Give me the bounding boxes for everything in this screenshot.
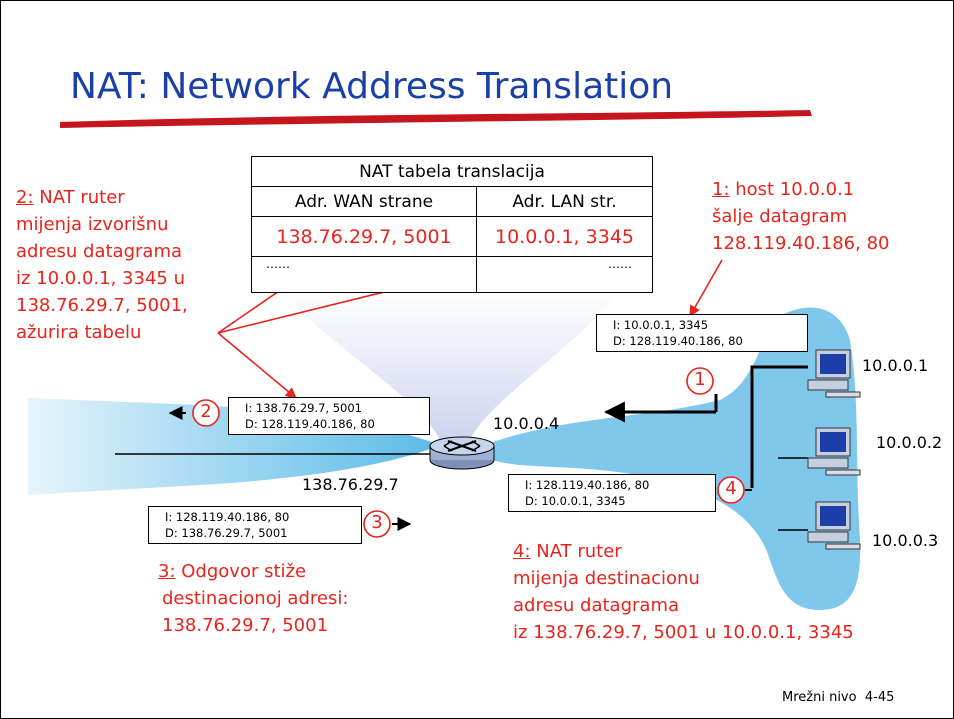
step-circle-2 [192,399,220,427]
step-number-1: 1 [694,369,706,390]
host-computer-icon-3 [807,501,861,550]
nat-table-header-lan: Adr. LAN str. [476,186,653,217]
step-circle-1 [686,367,714,395]
lan-network [470,307,861,610]
nat-table-cell-lan: 10.0.0.1, 3345 [476,216,653,257]
step-number-4: 4 [725,478,737,499]
nat-translation-table: NAT tabela translacija Adr. WAN strane A… [251,156,653,293]
host-1-address: 10.0.0.1 [862,356,929,375]
step-number-3: 3 [371,512,383,533]
nat-table-more-wan: …… [251,256,477,293]
packet-2: I: 138.76.29.7, 5001 D: 128.119.40.186, … [228,397,430,435]
note-step-3-num: 3: [158,561,176,582]
footer: Mrežni nivo 4-45 [782,690,894,705]
host-2-address: 10.0.0.2 [876,433,943,452]
note-step-2-num: 2: [16,187,34,208]
host-computer-icon-1 [807,349,861,398]
note-step-1: 1: host 10.0.0.1 šalje datagram 128.119.… [712,179,890,254]
note-step-4: 4: NAT ruter mijenja destinacionu adresu… [513,541,854,643]
packet-1: I: 10.0.0.1, 3345 D: 128.119.40.186, 80 [596,314,808,352]
note-step-4-num: 4: [513,541,531,562]
slide-title: NAT: Network Address Translation [70,66,674,107]
footer-page: 4-45 [864,690,895,705]
packet-3: I: 128.119.40.186, 80 D: 138.76.29.7, 50… [148,506,362,544]
step-number-2: 2 [200,401,212,422]
step-circle-3 [363,510,391,538]
step-circle-4 [717,476,745,504]
title-underline [60,110,812,128]
nat-table-caption: NAT tabela translacija [251,156,653,187]
router-icon [429,436,495,470]
table-funnel [280,292,620,440]
router-wan-address: 138.76.29.7 [302,475,399,494]
host-computer-icon-2 [807,427,861,476]
footer-chapter: Mrežni nivo [782,690,857,705]
packet-4: I: 128.119.40.186, 80 D: 10.0.0.1, 3345 [508,474,716,512]
note-step-3: 3: Odgovor stiže destinacionoj adresi: 1… [158,561,349,636]
nat-table-cell-wan: 138.76.29.7, 5001 [251,216,477,257]
nat-table-more-lan: …… [476,256,653,293]
router-lan-address: 10.0.0.4 [493,414,560,433]
note-step-1-num: 1: [712,179,730,200]
host-3-address: 10.0.0.3 [872,531,939,550]
note-step-2: 2: NAT ruter mijenja izvorišnu adresu da… [16,187,188,343]
nat-table-header-wan: Adr. WAN strane [251,186,477,217]
